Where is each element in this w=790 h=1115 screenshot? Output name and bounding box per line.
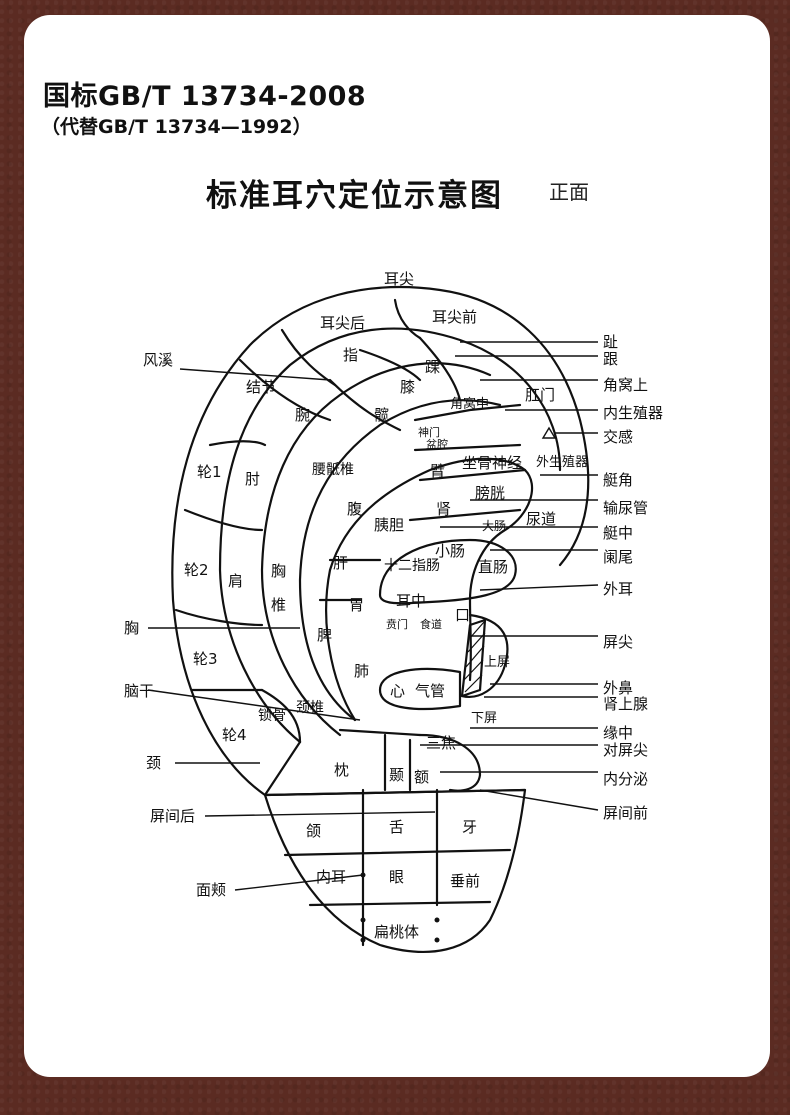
label-yan: 眼 xyxy=(389,868,404,886)
label-biantaoti: 扁桃体 xyxy=(374,923,419,941)
label-xiong: 胸 xyxy=(271,562,286,580)
antihelix-outer xyxy=(260,362,492,737)
label-wei: 胃 xyxy=(349,596,364,614)
label-suogu: 锁骨 xyxy=(258,708,286,724)
label-pi: 脾 xyxy=(317,626,332,644)
callout-left: 胸 xyxy=(124,619,139,637)
callout-right: 缘中 xyxy=(603,724,633,742)
diagram-card xyxy=(24,15,770,1077)
label-gan: 肝 xyxy=(333,554,348,572)
callout-right: 跟 xyxy=(603,350,618,368)
callout-right: 外鼻 xyxy=(603,679,633,697)
label-xi: 膝 xyxy=(400,378,415,396)
callout-right: 内分泌 xyxy=(603,770,648,788)
callout-right: 屏尖 xyxy=(603,633,633,651)
callout-left: 风溪 xyxy=(143,351,173,369)
label-zhi: 指 xyxy=(343,346,358,364)
label-zhou: 肘 xyxy=(245,470,260,488)
label-zuogushenjing: 坐骨神经 xyxy=(462,454,522,472)
label-chuiqian: 垂前 xyxy=(450,872,480,890)
label-penqiang: 盆腔 xyxy=(426,437,448,451)
label-shenmen: 神门 xyxy=(418,425,440,439)
label-kou: 口 xyxy=(455,606,470,624)
label-e: 额 xyxy=(414,768,429,786)
label-niaodao: 尿道 xyxy=(526,510,556,528)
antihelix-inner xyxy=(298,399,502,722)
callout-right: 艇角 xyxy=(603,471,633,489)
label-jingzhui: 颈椎 xyxy=(296,700,324,716)
callout-right: 对屏尖 xyxy=(603,741,648,759)
label-nie: 颞 xyxy=(389,766,404,784)
callout-right: 角窝上 xyxy=(603,376,648,394)
callout-right: 内生殖器 xyxy=(603,404,663,422)
label-bi: 臂 xyxy=(430,462,445,480)
lobe-outline xyxy=(263,788,527,953)
standard-number: 国标GB/T 13734-2008 xyxy=(43,81,367,112)
helix-inner xyxy=(218,327,562,744)
label-jiejie: 结节 xyxy=(246,378,276,396)
callout-right: 肾上腺 xyxy=(603,695,648,713)
diagram-title: 标准耳穴定位示意图 xyxy=(206,178,503,214)
label-wan: 腕 xyxy=(295,406,310,424)
view-label: 正面 xyxy=(549,180,589,204)
callout-right: 外耳 xyxy=(603,580,633,598)
label-xiaping: 下屏 xyxy=(471,711,497,726)
callout-left: 屏间后 xyxy=(150,807,195,825)
label-lun2: 轮2 xyxy=(184,561,209,579)
label-ear-apex: 耳尖 xyxy=(384,270,414,288)
label-lun1: 轮1 xyxy=(197,463,222,481)
label-ya: 牙 xyxy=(462,818,477,836)
label-zhen: 枕 xyxy=(334,761,349,779)
callout-right: 输尿管 xyxy=(603,499,648,517)
callout-right: 阑尾 xyxy=(603,548,633,566)
callout-anus: 肛门 xyxy=(525,386,555,404)
label-zhui: 椎 xyxy=(271,596,286,614)
label-sanjiao: 三焦 xyxy=(426,734,456,752)
label-shierzhichang: 十二指肠 xyxy=(384,558,440,574)
helix-outline xyxy=(171,285,590,797)
callout-right: 趾 xyxy=(603,333,618,351)
label-fei: 肺 xyxy=(354,662,369,680)
callout-right: 交感 xyxy=(603,428,633,446)
replaced-standard: （代替GB/T 13734—1992） xyxy=(41,116,312,138)
label-shen: 肾 xyxy=(436,500,451,518)
tragus xyxy=(460,613,509,698)
label-xiaochang: 小肠 xyxy=(435,542,465,560)
label-shidao: 食道 xyxy=(420,617,442,631)
label-fu: 腹 xyxy=(347,500,362,518)
label-qiguan: 气管 xyxy=(415,682,445,700)
callout-left: 脑干 xyxy=(124,682,154,700)
tragus-hatch xyxy=(460,618,487,698)
label-neier: 内耳 xyxy=(316,868,346,886)
label-xin: 心 xyxy=(390,682,405,700)
callout-left: 面颊 xyxy=(196,881,226,899)
callout-right: 屏间前 xyxy=(603,804,648,822)
label-jiaowozhong: 角窝中 xyxy=(450,396,489,412)
label-erjianhou: 耳尖后 xyxy=(320,314,365,332)
callout-right: 艇中 xyxy=(603,524,633,542)
cymba-line xyxy=(378,538,517,605)
label-pangguang: 膀胱 xyxy=(475,484,505,502)
label-yidan: 胰胆 xyxy=(374,516,404,534)
label-lun3: 轮3 xyxy=(193,650,218,668)
label-shangping: 上屏 xyxy=(484,655,510,670)
label-waishengzhiqi: 外生殖器 xyxy=(536,454,588,470)
label-erjianqian: 耳尖前 xyxy=(432,308,477,326)
label-zhichang: 直肠 xyxy=(478,558,508,576)
label-huai: 踝 xyxy=(425,358,440,376)
label-dachang: 大肠 xyxy=(482,519,506,533)
label-kuan: 髋 xyxy=(374,406,389,424)
label-yaodizhui: 腰骶椎 xyxy=(312,462,354,478)
label-benmen: 贲门 xyxy=(386,617,408,631)
label-he: 颌 xyxy=(306,822,321,840)
label-jian: 肩 xyxy=(228,572,243,590)
label-lun4: 轮4 xyxy=(222,726,247,744)
concha-outline xyxy=(325,457,534,722)
label-she: 舌 xyxy=(389,818,404,836)
callout-left: 颈 xyxy=(146,754,161,772)
label-erzhong: 耳中 xyxy=(396,592,426,610)
